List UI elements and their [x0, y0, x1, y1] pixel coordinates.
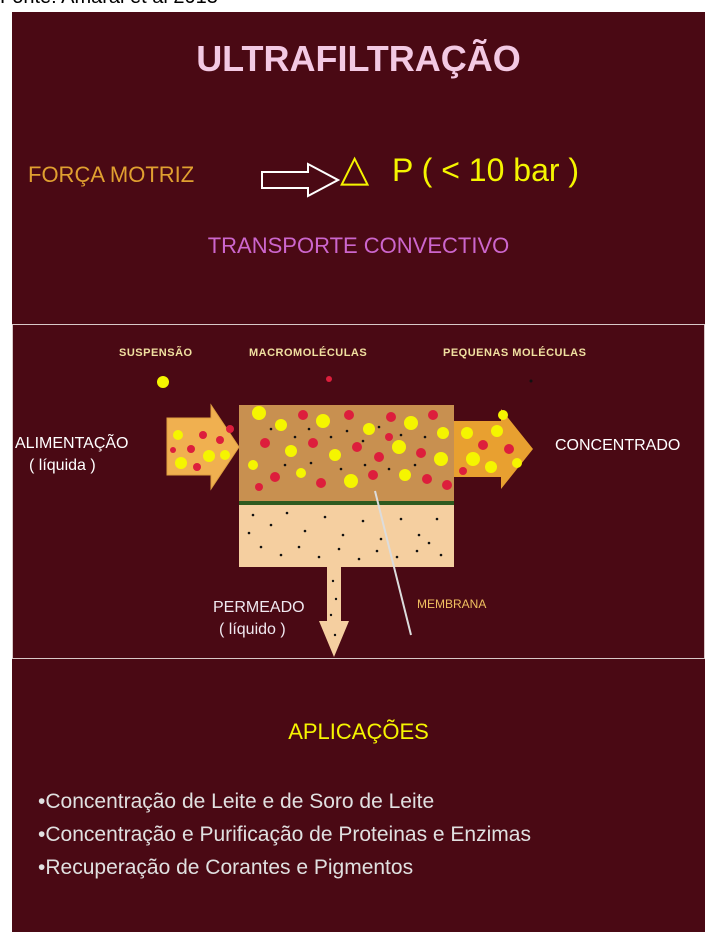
list-item: Concentração e Purificação de Proteinas …	[38, 818, 531, 851]
feed-arrow	[166, 403, 240, 491]
list-item: Concentração de Leite e de Soro de Leite	[38, 785, 531, 818]
permeate-label: PERMEADO ( líquido )	[213, 599, 305, 638]
delta-icon: △	[340, 148, 370, 190]
permeate-arrow	[319, 567, 349, 657]
list-item: Recuperação de Corantes e Pigmentos	[38, 851, 531, 884]
feed-label: ALIMENTAÇÃO ( líquida )	[15, 435, 129, 474]
feed-particles	[170, 425, 234, 471]
membrane-pointer	[374, 490, 412, 636]
legend-small-molecules: PEQUENAS MOLÉCULAS	[443, 347, 587, 359]
concentrate-particles	[459, 410, 522, 475]
driving-force-arrow-icon	[261, 162, 340, 198]
membrane-label: MEMBRANA	[417, 597, 487, 611]
driving-force-label: FORÇA MOTRIZ	[28, 162, 195, 187]
permeate-small-molecules	[247, 511, 443, 561]
slide: ULTRAFILTRAÇÃO FORÇA MOTRIZ △ P ( < 10 b…	[12, 12, 705, 932]
concentrate-arrow	[454, 409, 533, 489]
source-caption: Fonte: Amaral et al 2013	[0, 0, 218, 9]
legend-small-molecule-dot	[529, 379, 533, 383]
membrane	[239, 501, 454, 505]
pressure-value: P ( < 10 bar )	[392, 152, 580, 188]
transport-type: TRANSPORTE CONVECTIVO	[207, 233, 510, 258]
legend-suspension-dot	[157, 376, 169, 388]
slide-title: ULTRAFILTRAÇÃO	[196, 38, 521, 79]
legend-suspension: SUSPENSÃO	[119, 347, 193, 359]
applications-list: Concentração de Leite e de Soro de Leite…	[38, 785, 531, 884]
chamber-particles	[248, 406, 452, 491]
legend-macromolecule-dot	[326, 376, 332, 382]
legend-macromolecules: MACROMOLÉCULAS	[249, 347, 368, 359]
concentrate-label: CONCENTRADO	[555, 437, 681, 454]
applications-title: APLICAÇÕES	[288, 719, 429, 744]
ultrafiltration-diagram: SUSPENSÃO MACROMOLÉCULAS PEQUENAS MOLÉCU…	[12, 324, 705, 659]
diagram-graphic	[157, 376, 533, 657]
chamber-small-molecules	[269, 425, 427, 471]
permeate-chamber	[239, 505, 454, 567]
